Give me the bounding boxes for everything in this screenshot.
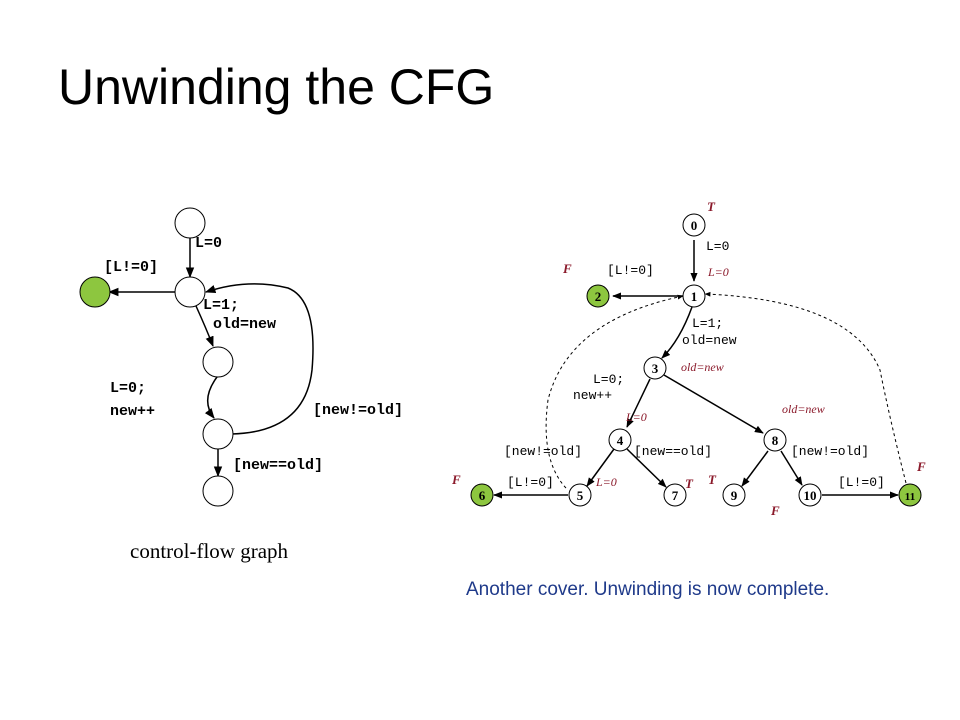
art-label-lne0-top: [L!=0] xyxy=(607,263,654,278)
cfg-edge-l1 xyxy=(195,305,214,347)
cfg-node-exit xyxy=(202,475,234,507)
art-edge-4-5 xyxy=(586,448,615,487)
svg-text:2: 2 xyxy=(595,289,602,304)
art-node-7: 7 xyxy=(663,483,687,507)
art-node-4: 4 xyxy=(608,428,632,452)
svg-text:9: 9 xyxy=(731,488,738,503)
svg-text:6: 6 xyxy=(479,488,486,503)
footer-note: Another cover. Unwinding is now complete… xyxy=(466,579,829,600)
svg-text:11: 11 xyxy=(905,491,915,503)
art-edge-8-10 xyxy=(780,450,803,486)
art-node-3: 3 xyxy=(643,356,667,380)
art-label-lne0-left: [L!=0] xyxy=(507,475,554,490)
art-label-neweqold: [new==old] xyxy=(634,444,712,459)
art-ann-f-11: F xyxy=(916,459,926,474)
art-cover-11-1 xyxy=(704,291,907,484)
art-label-newneold-left: [new!=old] xyxy=(504,444,582,459)
svg-text:8: 8 xyxy=(772,433,779,448)
art-edge-4-7 xyxy=(626,448,667,488)
art-node-1: 1 xyxy=(682,284,706,308)
art-label-newneold-right: [new!=old] xyxy=(791,444,869,459)
art-cover-5-1 xyxy=(545,294,684,489)
art-ann-f-10: F xyxy=(770,503,780,518)
cfg-edge-loop xyxy=(205,283,314,435)
svg-text:1: 1 xyxy=(691,289,698,304)
art-node-0: 0 xyxy=(682,213,706,237)
cfg-node-1 xyxy=(174,276,206,308)
cfg-graph: L=0 [L!=0] L=1; old=new L=0; new++ [new!… xyxy=(79,207,403,563)
cfg-node-error xyxy=(79,276,111,308)
cfg-node-2 xyxy=(202,346,234,378)
art-ann-f-6: F xyxy=(451,472,461,487)
art-ann-oldnew-n8: old=new xyxy=(782,402,825,416)
art-edge-1-3 xyxy=(661,306,693,359)
slide-title: Unwinding the CFG xyxy=(58,59,495,115)
art-node-10: 10 xyxy=(798,483,822,507)
art-node-2: 2 xyxy=(586,284,610,308)
art-node-5: 5 xyxy=(568,483,592,507)
art-label-l1: L=1; xyxy=(692,316,723,331)
cfg-label-neweqold: [new==old] xyxy=(233,457,323,474)
cfg-label-l1: L=1; xyxy=(203,297,239,314)
cfg-label-l0b: L=0; xyxy=(110,380,146,397)
art-ann-l0-n1: L=0 xyxy=(707,265,729,279)
cfg-label-l0: L=0 xyxy=(195,235,222,252)
svg-text:5: 5 xyxy=(577,488,584,503)
cfg-label-lne0: [L!=0] xyxy=(104,259,158,276)
svg-text:0: 0 xyxy=(691,218,698,233)
art-label-newpp: new++ xyxy=(573,388,612,403)
svg-text:7: 7 xyxy=(672,488,679,503)
cfg-edge-l0-newpp xyxy=(204,376,218,419)
cfg-node-entry xyxy=(174,207,206,239)
cfg-caption: control-flow graph xyxy=(130,539,289,563)
art-node-6: 6 xyxy=(470,483,494,507)
art-edge-8-9 xyxy=(741,450,769,487)
art-edge-3-4 xyxy=(626,378,651,428)
art-node-9: 9 xyxy=(722,483,746,507)
art-label-l0: L=0 xyxy=(706,239,729,254)
art-ann-oldnew-n3: old=new xyxy=(681,360,724,374)
cfg-node-3 xyxy=(202,418,234,450)
cfg-label-newpp: new++ xyxy=(110,403,155,420)
cfg-label-newneold: [new!=old] xyxy=(313,402,403,419)
art-node-8: 8 xyxy=(763,428,787,452)
art-ann-f-2: F xyxy=(562,261,572,276)
art-ann-t-top: T xyxy=(707,199,716,214)
svg-text:4: 4 xyxy=(617,433,624,448)
art-label-oldnew: old=new xyxy=(682,333,737,348)
art-ann-t-7: T xyxy=(685,476,694,491)
art-ann-t-9: T xyxy=(708,472,717,487)
unwinding-tree: 0 1 2 3 4 5 6 7 xyxy=(451,199,926,518)
cfg-label-oldnew: old=new xyxy=(213,316,276,333)
art-label-l0b: L=0; xyxy=(593,372,624,387)
art-node-11: 11 xyxy=(898,483,922,507)
art-ann-l0-n5: L=0 xyxy=(595,475,617,489)
art-edge-3-8 xyxy=(663,374,764,434)
art-ann-l0-n4: L=0 xyxy=(625,410,647,424)
svg-text:10: 10 xyxy=(804,488,817,503)
svg-text:3: 3 xyxy=(652,361,659,376)
art-label-lne0-right: [L!=0] xyxy=(838,475,885,490)
